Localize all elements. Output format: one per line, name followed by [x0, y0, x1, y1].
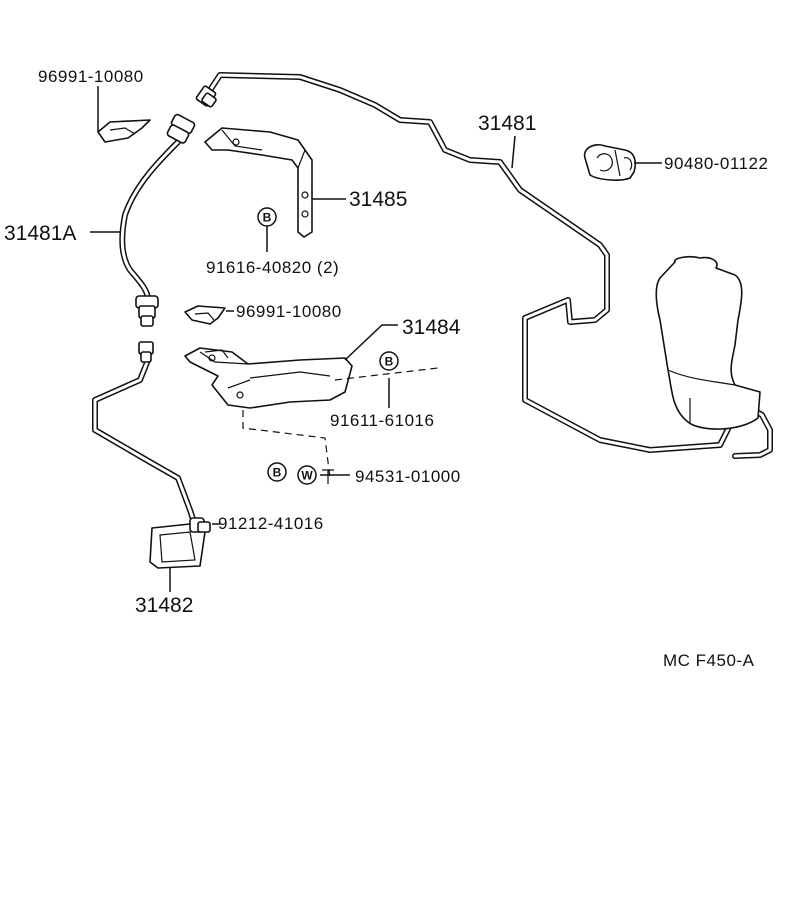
- svg-text:B: B: [385, 355, 394, 369]
- bolt-symbol-low: B: [267, 462, 287, 482]
- reservoir: [655, 255, 761, 430]
- label-bracket-31484: 31484: [402, 316, 461, 339]
- washer-symbol: W: [297, 465, 317, 485]
- label-bracket-31485: 31485: [349, 188, 407, 211]
- label-bracket-31482: 31482: [135, 594, 193, 617]
- tube-fitting-top: [195, 85, 217, 108]
- label-tube-31481: 31481: [478, 112, 536, 135]
- bolt-symbol-upper: B: [257, 207, 277, 227]
- bracket-31485: [204, 127, 313, 238]
- clip-mid-icon: [184, 305, 226, 325]
- clip-top-icon: [97, 119, 151, 143]
- bracket-31482: [149, 517, 211, 569]
- tube-31481: [202, 72, 738, 453]
- label-washer: 94531-01000: [355, 467, 461, 486]
- label-grommet: 90480-01122: [664, 154, 768, 173]
- diagram-code: MC F450-A: [663, 651, 755, 670]
- bracket-31484: [184, 347, 353, 409]
- leader-31484: [344, 324, 398, 361]
- label-hose-31481A: 31481A: [4, 222, 76, 245]
- grommet-icon: [583, 143, 637, 181]
- label-bolt-upper: 91616-40820 (2): [206, 258, 339, 277]
- washer-mark: [322, 469, 334, 484]
- bolt-symbol-mid: B: [379, 351, 399, 371]
- svg-text:B: B: [273, 466, 282, 480]
- label-bolt-mid: 91611-61016: [330, 411, 434, 430]
- hose-31481A: [119, 113, 196, 327]
- svg-text:B: B: [263, 211, 272, 225]
- tube-lower: [92, 341, 198, 528]
- label-clip-top: 96991-10080: [38, 67, 144, 86]
- label-clip-mid: 96991-10080: [236, 302, 342, 321]
- dash-low-bolt: [242, 410, 331, 479]
- leader-31481: [511, 135, 516, 169]
- label-bolt-low: 91212-41016: [218, 514, 324, 533]
- dash-mid-bolt: [334, 367, 439, 381]
- svg-text:W: W: [301, 469, 313, 483]
